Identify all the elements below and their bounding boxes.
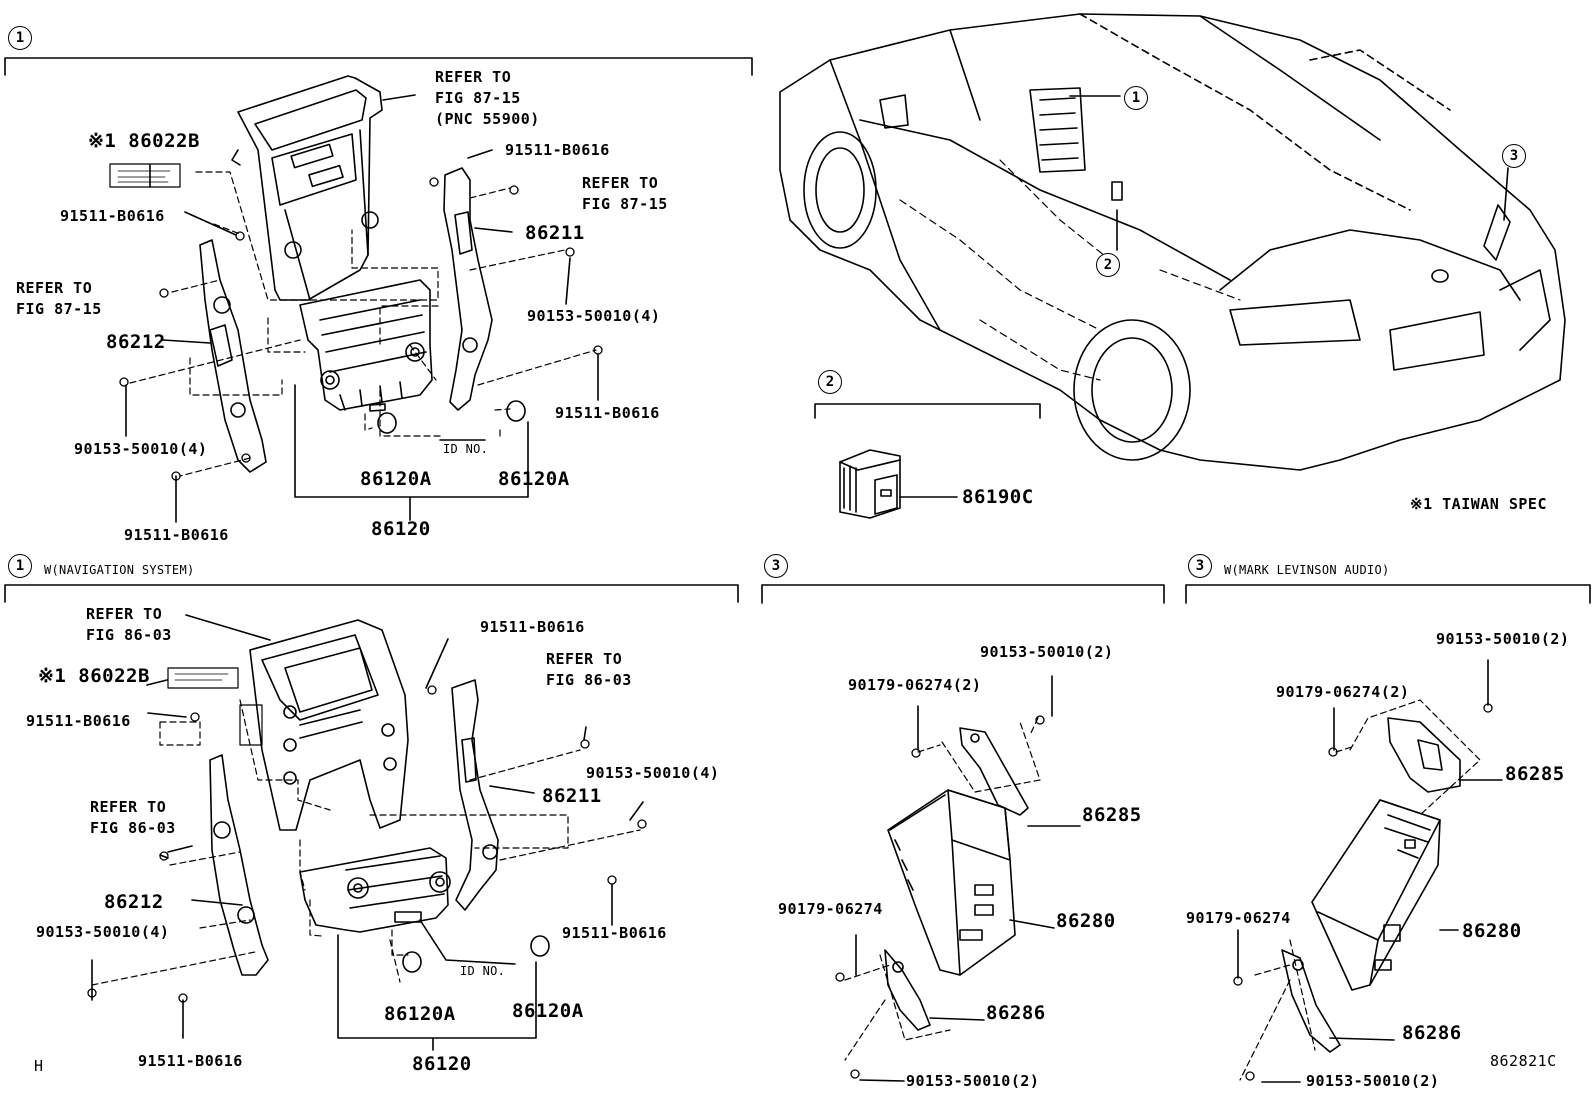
s3-nut-label-bottom: 90179-06274 [778, 900, 883, 918]
s1-bolt-label-top-right: 91511-B0616 [505, 141, 610, 159]
s1-screw-label-right: 90153-50010(4) [527, 307, 661, 325]
s1nav-bolt-label-right: 91511-B0616 [562, 924, 667, 942]
s1-bracket-right-label: 86211 [525, 222, 585, 244]
section-1-marker: 1 [8, 26, 32, 50]
s1-bolt-label-top-left: 91511-B0616 [60, 207, 165, 225]
s1nav-panel-label: 86120 [412, 1053, 472, 1075]
s3-amplifier-label: 86280 [1056, 910, 1116, 932]
s3-bracket-bottom-label: 86286 [986, 1002, 1046, 1024]
s2-artwork [839, 449, 958, 519]
s1nav-refer-to-3-fig: FIG 86-03 [90, 819, 176, 837]
s1-bracket-left-label: 86212 [106, 331, 166, 353]
s3ml-screw-label-top: 90153-50010(2) [1436, 630, 1570, 648]
s3ml-artwork [1233, 659, 1503, 1083]
s1-refer-to-2-fig: FIG 87-15 [582, 195, 668, 213]
section-3-marker: 3 [764, 554, 788, 578]
s3-bracket-top-label: 86285 [1082, 804, 1142, 826]
s1nav-artwork [87, 614, 647, 1051]
s1-refer-to-2: REFER TO [582, 174, 659, 192]
s1nav-id-no-label: ID NO. [460, 964, 506, 978]
s1nav-refer-to-1: REFER TO [86, 605, 163, 623]
s1-bolt-label-bottom-left: 91511-B0616 [124, 526, 229, 544]
s3ml-amplifier-label: 86280 [1462, 920, 1522, 942]
s3ml-bracket-bottom-label: 86286 [1402, 1022, 1462, 1044]
s1-knob-right-label: 86120A [498, 468, 570, 490]
car-callout-3: 3 [1502, 144, 1526, 168]
s1nav-refer-to-2-fig: FIG 86-03 [546, 671, 632, 689]
s1nav-bracket-right-label: 86211 [542, 785, 602, 807]
s1nav-bolt-label-left: 91511-B0616 [26, 712, 131, 730]
car-callout-1: 1 [1124, 86, 1148, 110]
section-3-ml-marker: 3 [1188, 554, 1212, 578]
s1-refer-to-3-fig: FIG 87-15 [16, 300, 102, 318]
s3ml-screw-label-bottom: 90153-50010(2) [1306, 1072, 1440, 1090]
s1-taiwan-part-label: ※1 86022B [88, 130, 200, 152]
s3-screw-label-top: 90153-50010(2) [980, 643, 1114, 661]
section-1-nav-marker: 1 [8, 554, 32, 578]
s1nav-corner-mark: H [34, 1057, 44, 1075]
s1-screw-label-left: 90153-50010(4) [74, 440, 208, 458]
s1-bolt-label-mid-right: 91511-B0616 [555, 404, 660, 422]
s1nav-knob-left-label: 86120A [384, 1003, 456, 1025]
s1nav-refer-to-1-fig: FIG 86-03 [86, 626, 172, 644]
s1nav-screw-label-right: 90153-50010(4) [586, 764, 720, 782]
s1nav-knob-right-label: 86120A [512, 1000, 584, 1022]
s1nav-screw-label-left: 90153-50010(4) [36, 923, 170, 941]
s1nav-bolt-label-bottom: 91511-B0616 [138, 1052, 243, 1070]
section-1-nav-title: W(NAVIGATION SYSTEM) [44, 563, 195, 577]
figure-id: 862821C [1490, 1052, 1557, 1070]
section-frames [4, 57, 1591, 604]
s1-refer-to-1-pnc: (PNC 55900) [435, 110, 540, 128]
s1-knob-left-label: 86120A [360, 468, 432, 490]
s3ml-bracket-top-label: 86285 [1505, 763, 1565, 785]
car-callout-2: 2 [1096, 253, 1120, 277]
s1-refer-to-1: REFER TO [435, 68, 512, 86]
s1nav-bracket-left-label: 86212 [104, 891, 164, 913]
s1nav-refer-to-2: REFER TO [546, 650, 623, 668]
s1nav-taiwan-part-label: ※1 86022B [38, 665, 150, 687]
s1-panel-label: 86120 [371, 518, 431, 540]
s1nav-refer-to-3: REFER TO [90, 798, 167, 816]
section-2-marker: 2 [818, 370, 842, 394]
s3ml-nut-label-top: 90179-06274(2) [1276, 683, 1410, 701]
s3ml-nut-label-bottom: 90179-06274 [1186, 909, 1291, 927]
s3-artwork [835, 675, 1081, 1082]
s1-id-no-label: ID NO. [443, 442, 489, 456]
s1-artwork [109, 75, 603, 523]
car-artwork [779, 13, 1566, 471]
s2-switch-label: 86190C [962, 486, 1034, 508]
s3-screw-label-bottom: 90153-50010(2) [906, 1072, 1040, 1090]
s3-nut-label-top: 90179-06274(2) [848, 676, 982, 694]
section-3-ml-title: W(MARK LEVINSON AUDIO) [1224, 563, 1390, 577]
footnote-taiwan-spec: ※1 TAIWAN SPEC [1410, 495, 1547, 513]
s1-refer-to-1-fig: FIG 87-15 [435, 89, 521, 107]
s1nav-bolt-label-top: 91511-B0616 [480, 618, 585, 636]
s1-refer-to-3: REFER TO [16, 279, 93, 297]
